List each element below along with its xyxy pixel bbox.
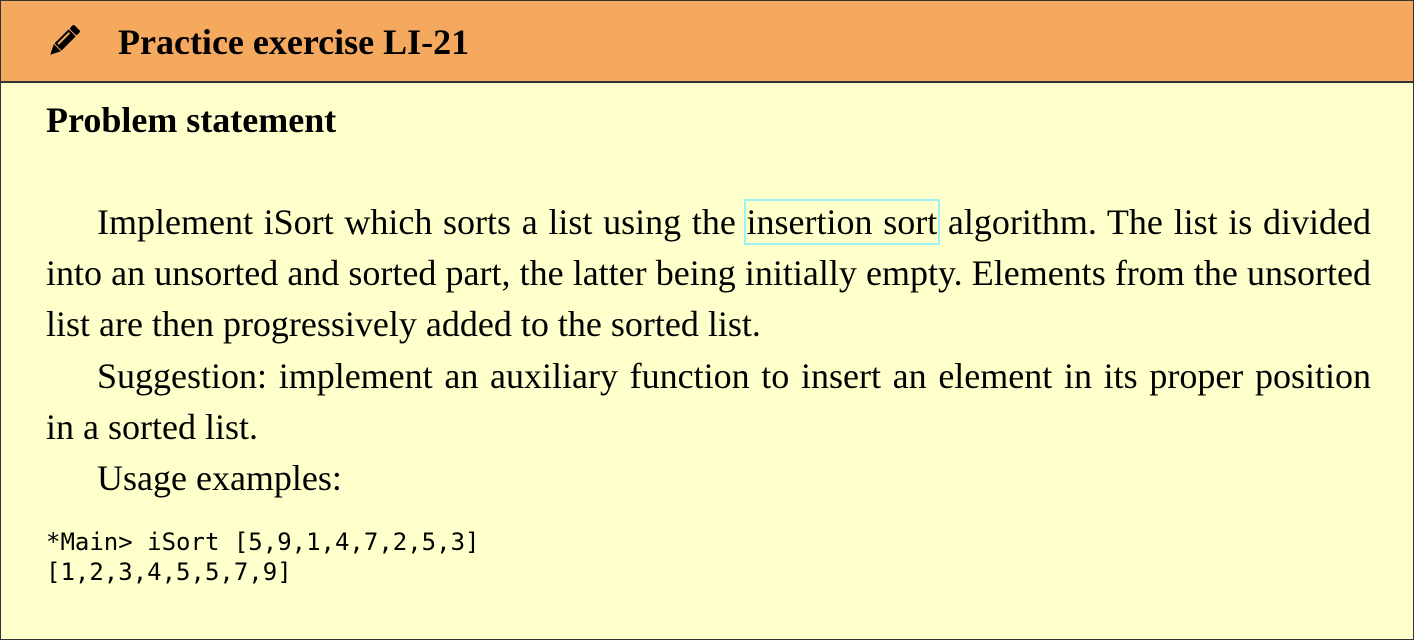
section-heading: Problem statement (46, 100, 337, 140)
code-example: *Main> iSort [5,9,1,4,7,2,5,3] [1,2,3,4,… (46, 527, 479, 587)
paragraph-description: Implement iSort which sorts a list using… (46, 197, 1371, 350)
paragraph-text: algorithm. The list is divided into an u… (46, 202, 1371, 344)
insertion-sort-link[interactable]: insertion sort (743, 199, 941, 245)
paragraph-suggestion: Suggestion: implement an auxiliary funct… (46, 356, 1371, 447)
pencil-icon (50, 25, 80, 55)
paragraph-text: Implement iSort which sorts a list using… (97, 202, 747, 242)
paragraph-usage: Usage examples: (97, 458, 342, 498)
exercise-title: Practice exercise LI-21 (118, 22, 470, 62)
exercise-header: Practice exercise LI-21 (1, 1, 1413, 83)
code-line-input: *Main> iSort [5,9,1,4,7,2,5,3] (46, 528, 480, 556)
code-line-output: [1,2,3,4,5,5,7,9] (46, 558, 292, 586)
